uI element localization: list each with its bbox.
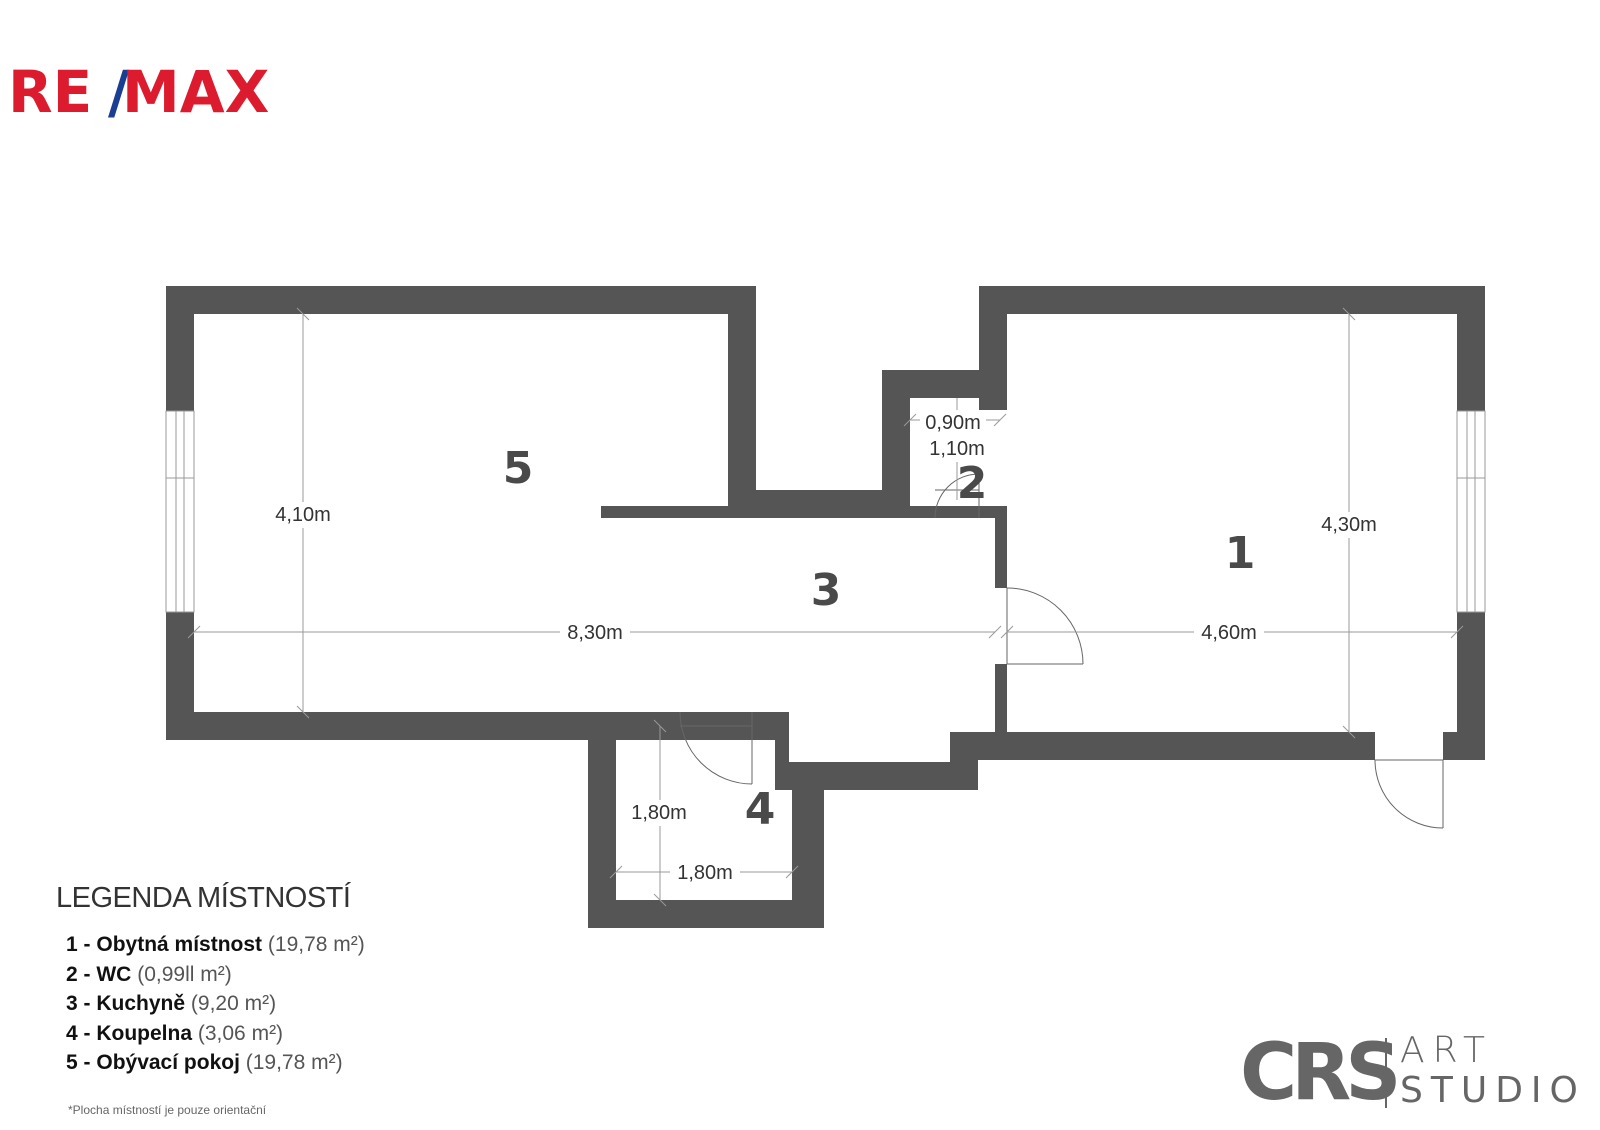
- studio-logo-art: ART: [1400, 1030, 1494, 1071]
- door-bathroom: [679, 711, 753, 785]
- room-number-4: 4: [745, 784, 776, 835]
- studio-logo-divider: [1385, 1038, 1387, 1108]
- wall-top-corridor: [728, 490, 885, 518]
- dimension-label-backgrounds: [268, 410, 1384, 886]
- legend-item-area: (19,78 m²): [267, 933, 365, 956]
- dimension-labels: 4,10m 8,30m 4,60m 4,30m 0,90m 1,10m 1,80…: [275, 412, 1377, 884]
- dim-bath-width: 1,80m: [677, 862, 733, 884]
- room-number-5: 5: [503, 443, 534, 494]
- legend-item: 3 - Kuchyně (9,20 m²): [66, 989, 365, 1019]
- room-number-2: 2: [957, 458, 988, 509]
- windows: [165, 410, 1486, 613]
- wall-left-upper: [166, 286, 194, 411]
- door-entrance: [1374, 759, 1444, 829]
- legend-item-separator: -: [77, 1021, 97, 1045]
- legend-item-number: 5: [66, 1051, 78, 1074]
- legend-item-separator: -: [77, 933, 97, 956]
- dim-total-width: 8,30m: [567, 622, 623, 644]
- legend-item-number: 4: [66, 1021, 78, 1045]
- legend-item-name: Obytná místnost: [96, 933, 263, 956]
- legend-item-area: (9,20 m²): [190, 992, 277, 1015]
- legend-item-separator: -: [77, 962, 97, 986]
- legend-item-separator: -: [77, 1051, 97, 1074]
- wall-partition-lower: [995, 664, 1007, 734]
- walls: [166, 286, 1485, 928]
- legend-item-number: 2: [66, 962, 78, 986]
- wall-bath-top-left: [588, 712, 680, 726]
- legend-item: 5 - Obývací pokoj (19,78 m²): [66, 1048, 365, 1078]
- legend-list: 1 - Obytná místnost (19,78 m²) 2 - WC (0…: [66, 930, 365, 1078]
- legend-item-number: 3: [66, 992, 78, 1015]
- legend-item-name: Kuchyně: [96, 992, 186, 1015]
- room-number-3: 3: [811, 565, 842, 616]
- wall-top-left: [166, 286, 756, 314]
- dim-bath-height: 1,80m: [631, 802, 687, 824]
- wall-wc-left: [882, 370, 910, 518]
- remax-logo-slash: /: [108, 58, 130, 126]
- legend-item-area: (3,06 m²): [197, 1021, 284, 1045]
- legend-item-name: Koupelna: [96, 1021, 193, 1045]
- window-right: [1456, 410, 1486, 613]
- window-left: [165, 410, 195, 613]
- legend-item-separator: -: [77, 992, 97, 1015]
- legend-item-name: WC: [96, 962, 132, 986]
- legend-item: 1 - Obytná místnost (19,78 m²): [66, 930, 365, 960]
- wall-bath-bottom: [588, 900, 824, 928]
- legend-item-area: (0,99ll m²): [137, 962, 232, 986]
- remax-logo: RE / MAX: [8, 58, 269, 126]
- dim-room1-height: 4,30m: [1321, 514, 1377, 536]
- room-numbers: 1 2 3 4 5: [503, 443, 1256, 835]
- door-room1: [1006, 587, 1084, 665]
- legend-item-name: Obývací pokoj: [96, 1051, 240, 1074]
- dim-wc-height: 1,10m: [929, 438, 985, 460]
- wall-bottom-right: [950, 732, 1375, 760]
- footnote: *Plocha místností je pouze orientační: [68, 1103, 267, 1117]
- wall-bath-left: [588, 724, 616, 928]
- room-number-1: 1: [1225, 528, 1256, 579]
- doors: [679, 473, 1444, 829]
- wall-top-right: [979, 286, 1485, 314]
- legend-item-area: (19,78 m²): [245, 1051, 343, 1074]
- legend-item: 4 - Koupelna (3,06 m²): [66, 1019, 365, 1049]
- wall-step-bottom: [775, 762, 978, 790]
- wall-bath-top-right: [775, 712, 789, 790]
- wall-bath-right: [792, 790, 824, 928]
- dim-wc-width: 0,90m: [925, 412, 981, 434]
- studio-logo-studio: STUDIO: [1400, 1070, 1586, 1111]
- wall-room5-right: [728, 286, 756, 504]
- studio-logo-mark: CRS: [1240, 1028, 1402, 1118]
- legend-item: 2 - WC (0,99ll m²): [66, 960, 365, 990]
- wall-right-upper: [1457, 286, 1485, 411]
- legend-title: LEGENDA MÍSTNOSTÍ: [56, 882, 351, 914]
- remax-logo-max: MAX: [122, 58, 269, 126]
- wall-partition-upper: [995, 508, 1007, 588]
- wall-bath-top-mid: [752, 712, 778, 726]
- legend-item-number: 1: [66, 933, 78, 956]
- dim-room5-height: 4,10m: [275, 504, 331, 526]
- wall-bottom-right-end: [1443, 732, 1485, 760]
- dim-room1-width: 4,60m: [1201, 622, 1257, 644]
- remax-logo-re: RE: [8, 58, 92, 126]
- crs-art-studio-logo: CRS ART STUDIO: [1240, 1028, 1578, 1120]
